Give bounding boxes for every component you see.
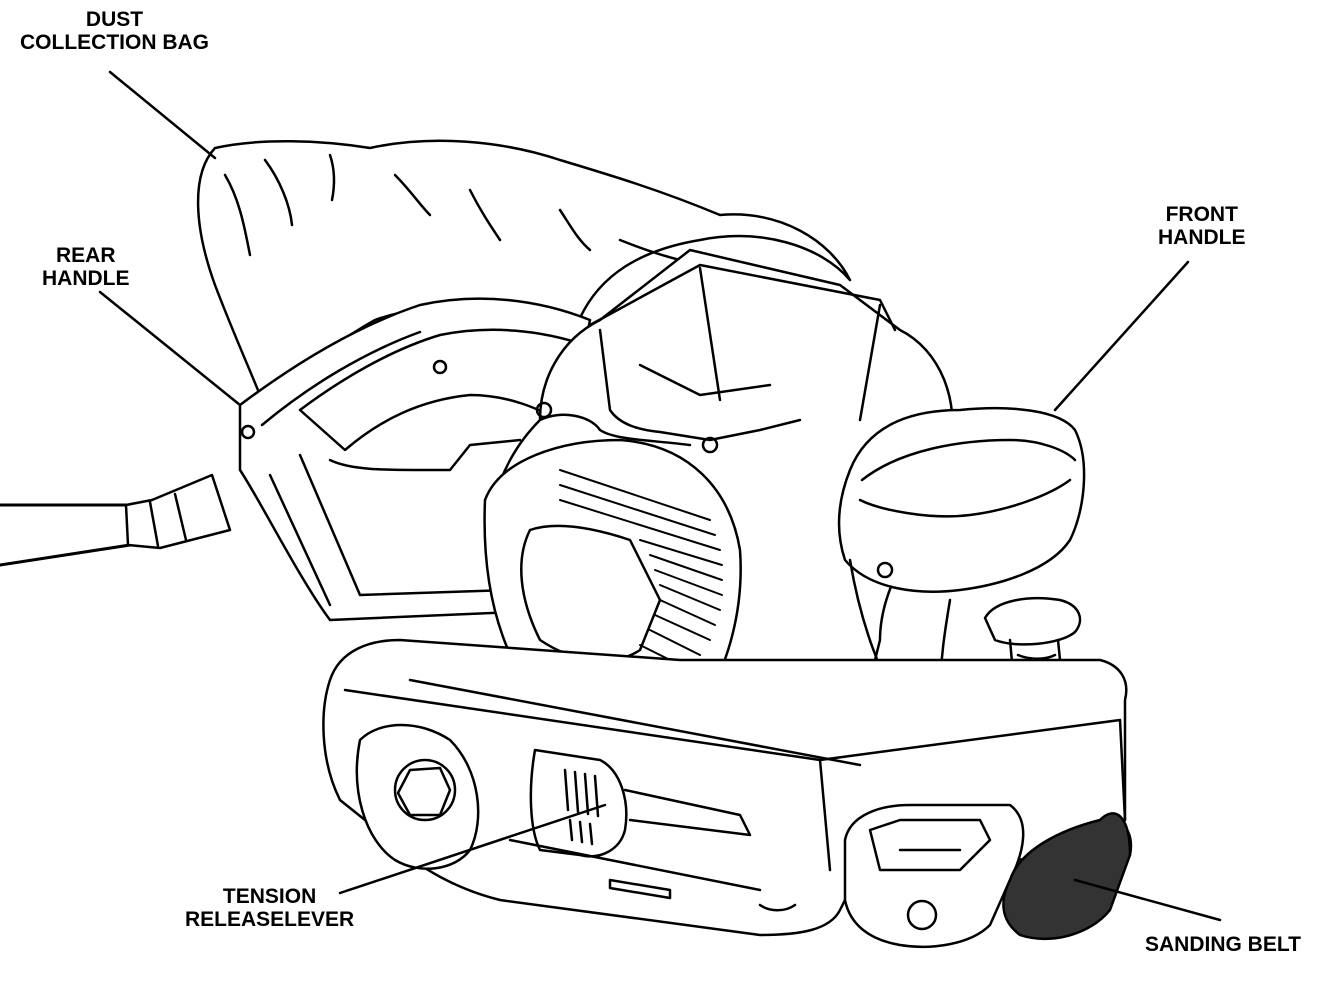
- label-front-handle: FRONT HANDLE: [1158, 203, 1246, 249]
- label-tension-release-lever: TENSION RELEASELEVER: [185, 885, 355, 931]
- dust-collection-bag: [196, 139, 852, 402]
- label-sanding-belt: SANDING BELT: [1145, 933, 1301, 956]
- leader-lines: [98, 70, 1222, 922]
- front-roller: [843, 803, 1025, 949]
- label-rear-handle: REAR HANDLE: [42, 244, 130, 290]
- label-dust-collection-bag: DUST COLLECTION BAG: [20, 8, 209, 54]
- power-cord: [0, 473, 232, 567]
- lock-knob: [983, 596, 1082, 669]
- tension-release-lever: [508, 748, 797, 912]
- sanding-belt: [1002, 812, 1133, 941]
